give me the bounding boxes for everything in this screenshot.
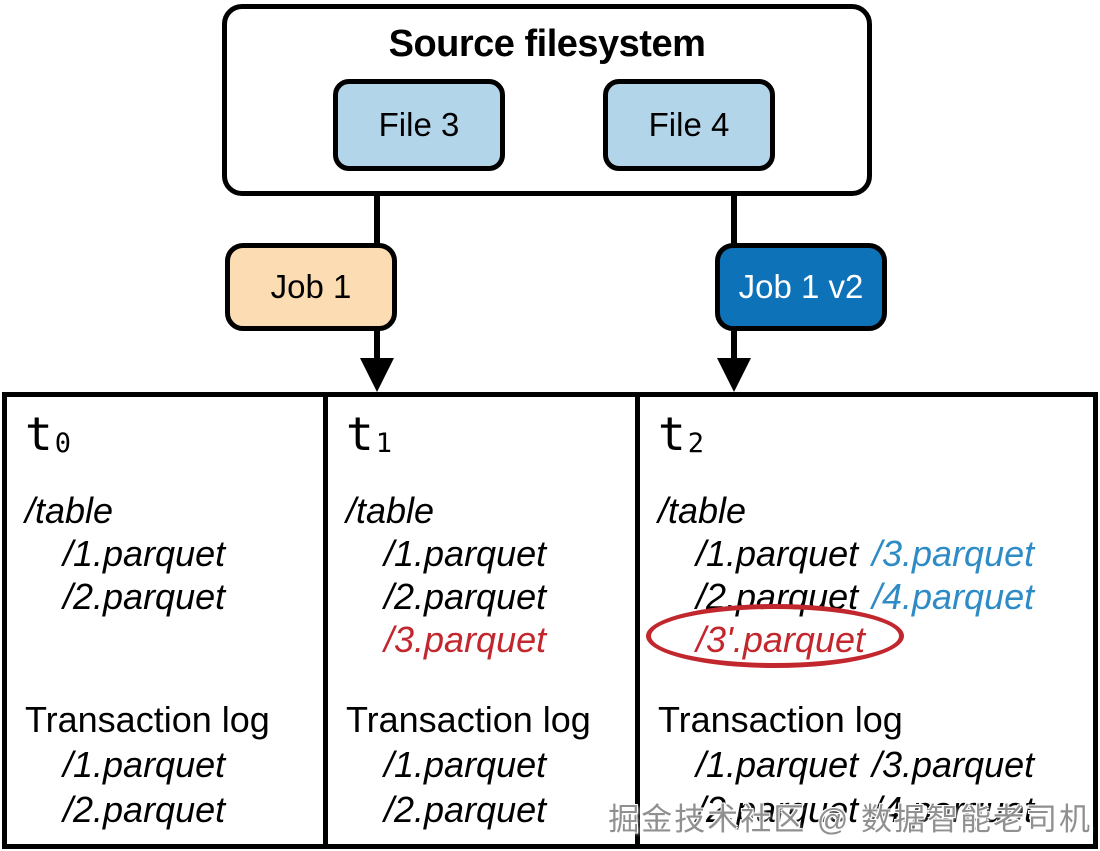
t0-table-file: /2.parquet bbox=[63, 576, 226, 617]
t2-table-file-new: /4.parquet bbox=[872, 576, 1035, 617]
t0-log-file: /2.parquet bbox=[63, 789, 226, 830]
snapshot-columns: t0 /table /1.parquet /2.parquet Transact… bbox=[2, 392, 1098, 849]
arrowhead-job1-icon bbox=[360, 358, 394, 392]
source-filesystem-title: Source filesystem bbox=[388, 23, 706, 65]
job-1-v2-label: Job 1 v2 bbox=[738, 268, 864, 305]
job-1-v2-box: Job 1 v2 bbox=[715, 243, 887, 331]
t2-table-file-orphan: /3'.parquet bbox=[696, 619, 865, 660]
t1-table-file: /1.parquet bbox=[384, 533, 547, 574]
source-filesystem-box: Source filesystem File 3 File 4 bbox=[222, 4, 872, 196]
t1-filesystem-listing: /table /1.parquet /2.parquet /3.parquet bbox=[346, 489, 631, 661]
t2-log-file: /1.parquet bbox=[696, 744, 859, 785]
t0-label: t0 bbox=[25, 407, 71, 461]
t2-filesystem-listing: /table /1.parquet/3.parquet /2.parquet/4… bbox=[658, 489, 1089, 661]
t0-log-file: /1.parquet bbox=[63, 744, 226, 785]
t1-log-title: Transaction log bbox=[346, 699, 591, 740]
t2-table-file: /2.parquet bbox=[696, 576, 859, 617]
t1-table-file: /2.parquet bbox=[384, 576, 547, 617]
t2-log-file: /2.parquet bbox=[696, 789, 859, 830]
t1-transaction-log: Transaction log /1.parquet /2.parquet bbox=[346, 697, 631, 832]
t2-log-file: /3.parquet bbox=[872, 744, 1035, 785]
t0-table-file: /1.parquet bbox=[63, 533, 226, 574]
t1-log-file: /2.parquet bbox=[384, 789, 547, 830]
t0-transaction-log: Transaction log /1.parquet /2.parquet bbox=[25, 697, 319, 832]
job-1-box: Job 1 bbox=[225, 243, 397, 331]
file-4-label: File 4 bbox=[648, 106, 730, 143]
snapshot-t1-panel: t1 /table /1.parquet /2.parquet /3.parqu… bbox=[328, 397, 640, 844]
t2-log-file: /4.parquet bbox=[872, 789, 1035, 830]
t2-table-file-row: /2.parquet/4.parquet bbox=[658, 575, 1089, 618]
t0-filesystem-listing: /table /1.parquet /2.parquet bbox=[25, 489, 319, 618]
t0-table-root: /table bbox=[25, 490, 114, 531]
t2-label: t2 bbox=[658, 407, 704, 461]
t2-log-title: Transaction log bbox=[658, 699, 903, 740]
snapshot-t2-panel: t2 /table /1.parquet/3.parquet /2.parque… bbox=[640, 397, 1093, 844]
t2-log-file-row: /2.parquet/4.parquet bbox=[658, 787, 1089, 832]
job-1-label: Job 1 bbox=[270, 268, 352, 305]
watermark: 掘金技术社区 @ 数据智能老司机 bbox=[608, 802, 1092, 837]
file-3-label: File 3 bbox=[378, 106, 460, 143]
t2-transaction-log: Transaction log /1.parquet/3.parquet /2.… bbox=[658, 697, 1089, 832]
snapshot-t0-panel: t0 /table /1.parquet /2.parquet Transact… bbox=[7, 397, 328, 844]
t0-log-title: Transaction log bbox=[25, 699, 270, 740]
t1-table-root: /table bbox=[346, 490, 435, 531]
t2-table-root: /table bbox=[658, 490, 747, 531]
t2-table-file-new: /3.parquet bbox=[872, 533, 1035, 574]
t1-log-file: /1.parquet bbox=[384, 744, 547, 785]
arrowhead-job1v2-icon bbox=[717, 358, 751, 392]
t1-label: t1 bbox=[346, 407, 392, 461]
t2-table-file-row: /1.parquet/3.parquet bbox=[658, 532, 1089, 575]
file-4-box: File 4 bbox=[603, 79, 775, 171]
t1-table-file-new: /3.parquet bbox=[384, 619, 547, 660]
t2-table-file: /1.parquet bbox=[696, 533, 859, 574]
t2-log-file-row: /1.parquet/3.parquet bbox=[658, 742, 1089, 787]
file-3-box: File 3 bbox=[333, 79, 505, 171]
